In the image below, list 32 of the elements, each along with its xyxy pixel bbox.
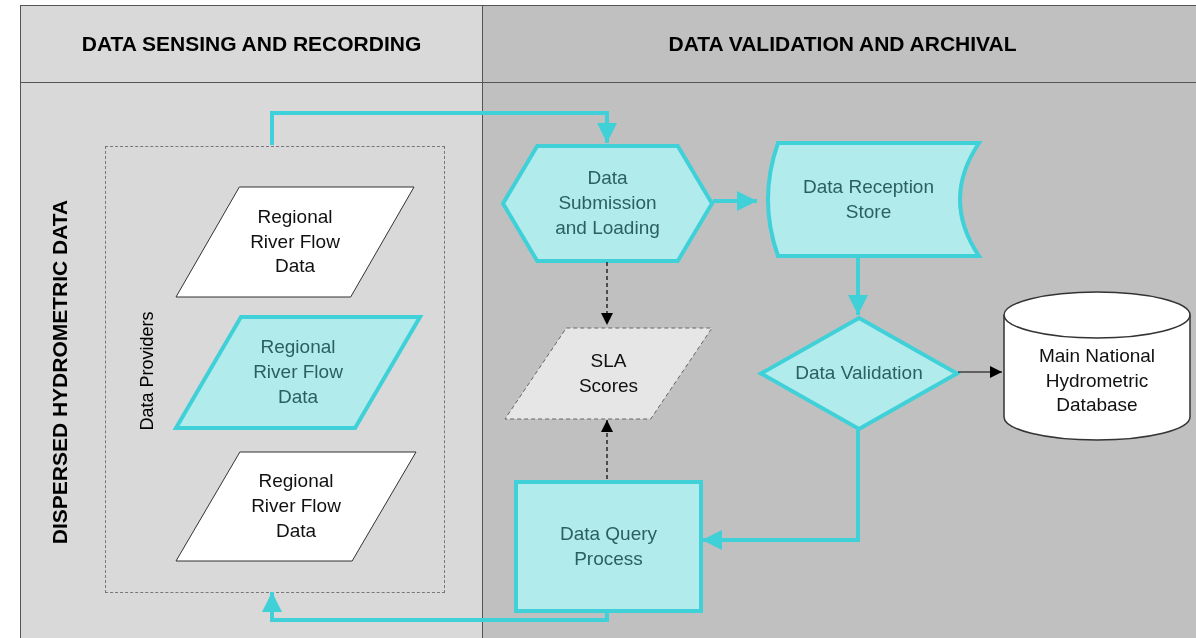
process-box [514, 480, 703, 613]
node-label: SLA Scores [577, 348, 640, 398]
swimlane [482, 5, 1196, 638]
arrow [713, 191, 757, 211]
arrow [957, 366, 1003, 378]
arrow [848, 257, 868, 315]
node-label: Data Query Process [558, 521, 659, 571]
arrow [262, 592, 609, 622]
data-parallelogram [174, 450, 418, 563]
group-label: Data Providers [136, 311, 158, 431]
arrow [270, 111, 617, 145]
swimlane [20, 5, 482, 638]
data-parallelogram [174, 315, 422, 430]
database-cylinder [1003, 291, 1191, 441]
node-label: Main National Hydrometric Database [1037, 343, 1157, 418]
node-label: Regional River Flow Data [249, 204, 341, 279]
data-parallelogram [503, 326, 714, 421]
node-label: Data Reception Store [802, 174, 935, 224]
node-label: Data Validation [795, 361, 923, 386]
decision-diamond [759, 316, 959, 431]
node-label: Regional River Flow Data [252, 335, 344, 409]
node-label: Data Submission and Loading [554, 166, 661, 240]
data-parallelogram [174, 185, 416, 299]
lane-heading: DATA VALIDATION AND ARCHIVAL [668, 32, 1017, 56]
lane-heading: DATA SENSING AND RECORDING [81, 32, 422, 56]
group-container [105, 146, 445, 593]
arrow [702, 430, 860, 550]
arrow [601, 419, 613, 480]
node-label: Regional River Flow Data [250, 469, 342, 543]
arrow [601, 261, 613, 326]
row-heading: DISPERSED HYDROMETRIC DATA [48, 199, 72, 545]
process-hexagon [501, 144, 714, 263]
